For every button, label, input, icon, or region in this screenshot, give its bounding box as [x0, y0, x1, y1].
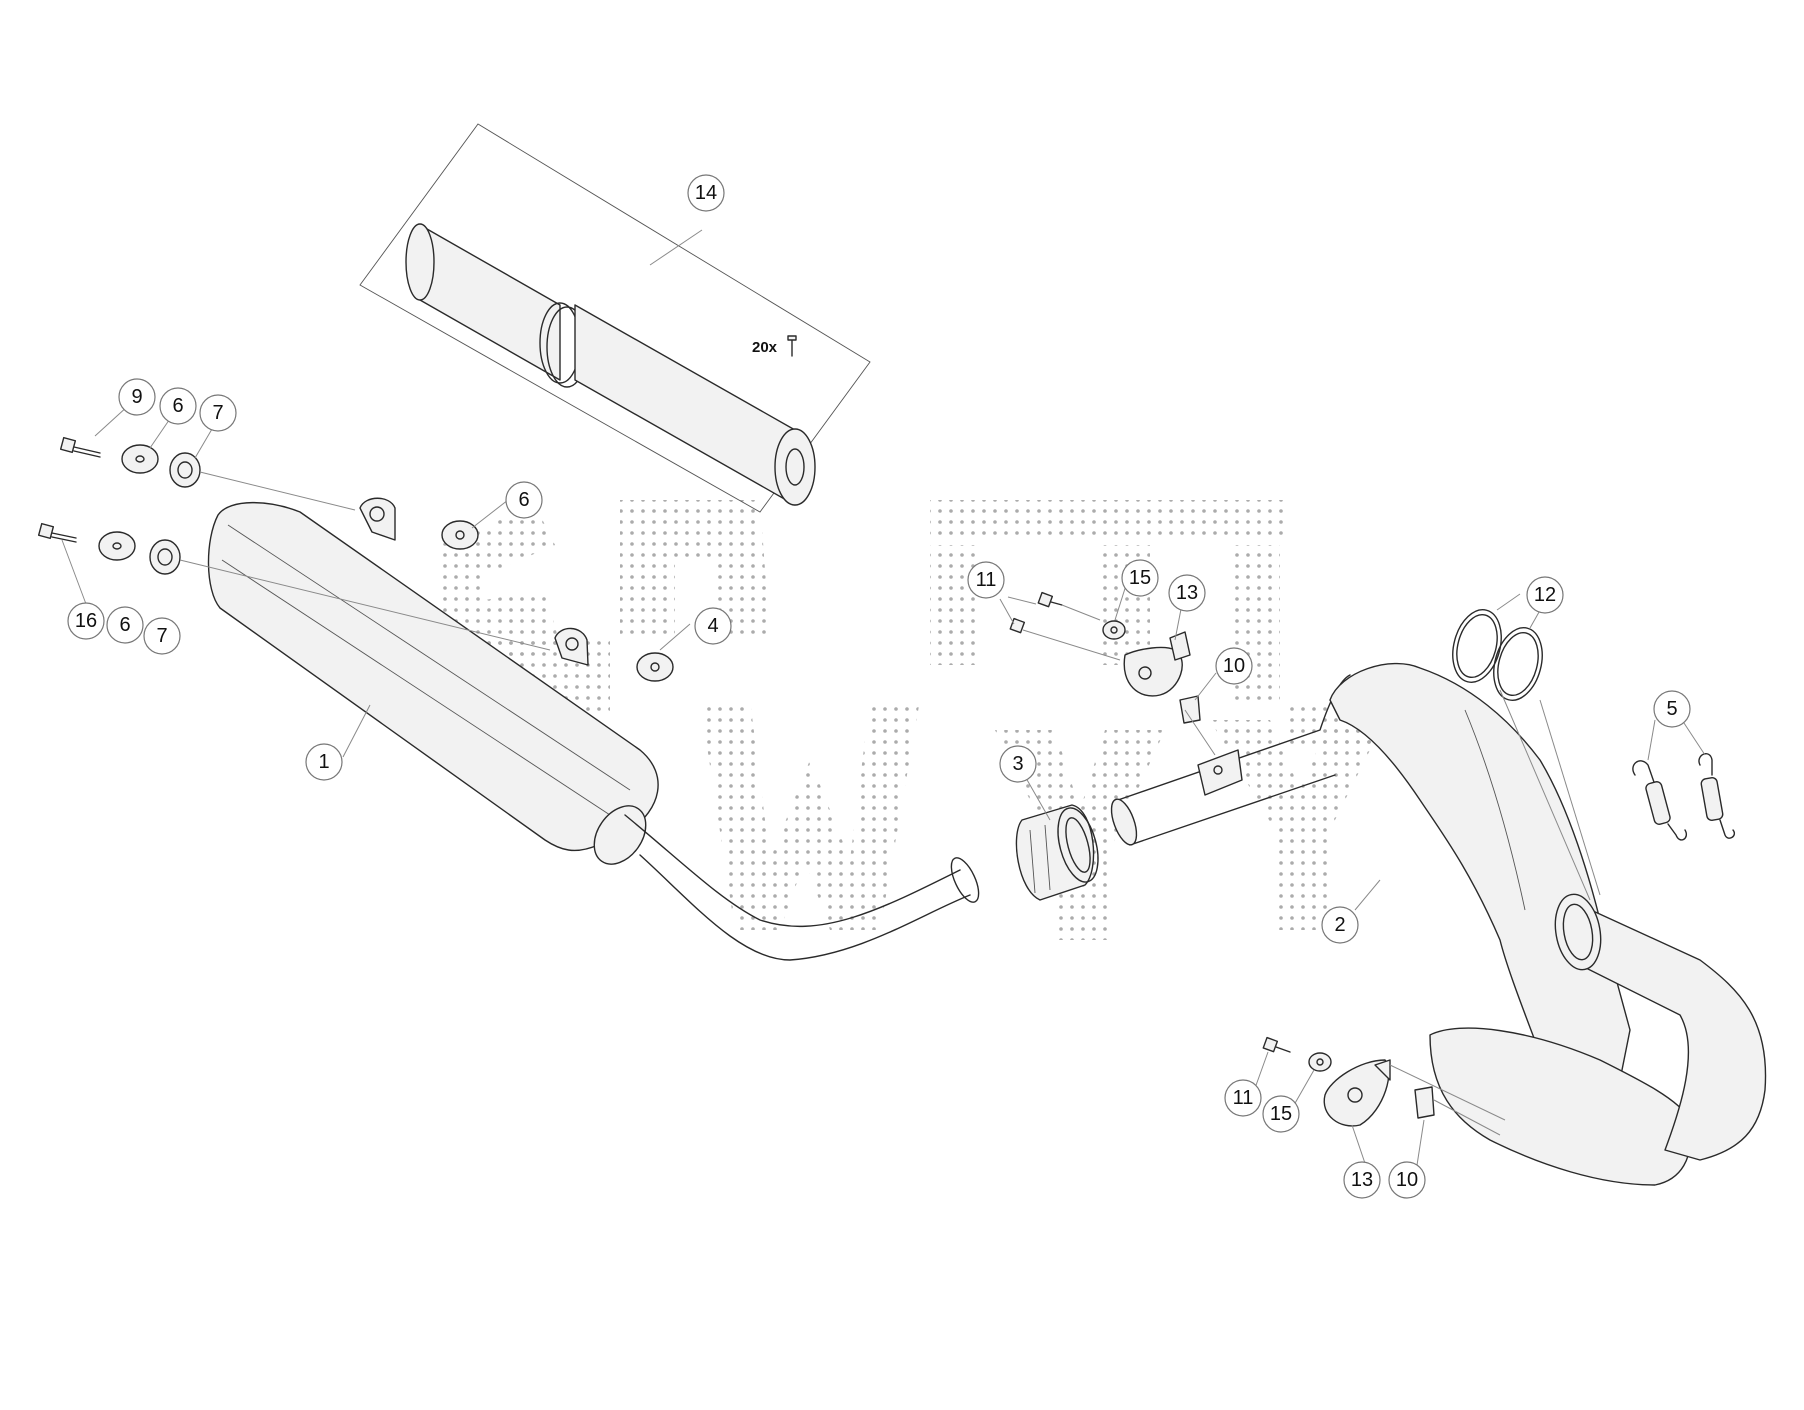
lower-bracket-cluster: [1262, 1036, 1506, 1136]
callout-label: 10: [1223, 655, 1245, 677]
callout-label: 6: [518, 489, 529, 511]
callout-5: 5: [1653, 690, 1691, 728]
callout-2: 2: [1321, 906, 1359, 944]
damping-insert-kit: 20x: [359, 123, 871, 513]
tension-springs: [1632, 752, 1735, 841]
callout-12: 12: [1526, 576, 1564, 614]
callout-11: 11: [1224, 1079, 1262, 1117]
callout-15: 15: [1262, 1095, 1300, 1133]
callout-11: 11: [967, 561, 1005, 599]
callout-label: 3: [1012, 753, 1023, 775]
callout-14: 14: [687, 174, 725, 212]
callout-label: 16: [75, 610, 97, 632]
callout-9: 9: [118, 378, 156, 416]
callout-label: 14: [695, 182, 717, 204]
callout-1: 1: [305, 743, 343, 781]
callout-3: 3: [999, 745, 1037, 783]
callout-6: 6: [159, 387, 197, 425]
callout-label: 5: [1666, 698, 1677, 720]
callout-10: 10: [1215, 647, 1253, 685]
connector-sleeve: [1015, 804, 1099, 901]
callout-4: 4: [694, 607, 732, 645]
silencer: [207, 497, 980, 961]
callout-7: 7: [199, 394, 237, 432]
callout-6: 6: [106, 606, 144, 644]
callout-label: 11: [976, 569, 997, 591]
callout-label: 1: [318, 751, 329, 773]
callout-6: 6: [505, 481, 543, 519]
mount-hardware-upper: [59, 436, 479, 550]
callout-label: 11: [1233, 1087, 1254, 1109]
o-rings: [1452, 609, 1601, 901]
callout-13: 13: [1343, 1161, 1381, 1199]
rivet-icon: [787, 335, 797, 357]
callout-label: 15: [1129, 567, 1151, 589]
callout-15: 15: [1121, 559, 1159, 597]
rivet-quantity: 20x: [752, 339, 778, 356]
callout-label: 6: [119, 614, 130, 636]
exhaust-pipe: [1110, 662, 1767, 1186]
callout-label: 2: [1334, 914, 1345, 936]
callout-10: 10: [1388, 1161, 1426, 1199]
callout-label: 9: [131, 386, 142, 408]
callout-label: 13: [1176, 582, 1198, 604]
callout-label: 6: [172, 395, 183, 417]
callout-label: 7: [156, 625, 167, 647]
callout-label: 4: [707, 615, 718, 637]
callout-label: 15: [1270, 1103, 1292, 1125]
callout-16: 16: [67, 602, 105, 640]
callout-label: 10: [1396, 1169, 1418, 1191]
callout-label: 13: [1351, 1169, 1373, 1191]
callout-label: 7: [212, 402, 223, 424]
callout-13: 13: [1168, 574, 1206, 612]
callout-label: 12: [1534, 584, 1556, 606]
callout-7: 7: [143, 617, 181, 655]
mount-hardware-lower: [37, 522, 674, 682]
